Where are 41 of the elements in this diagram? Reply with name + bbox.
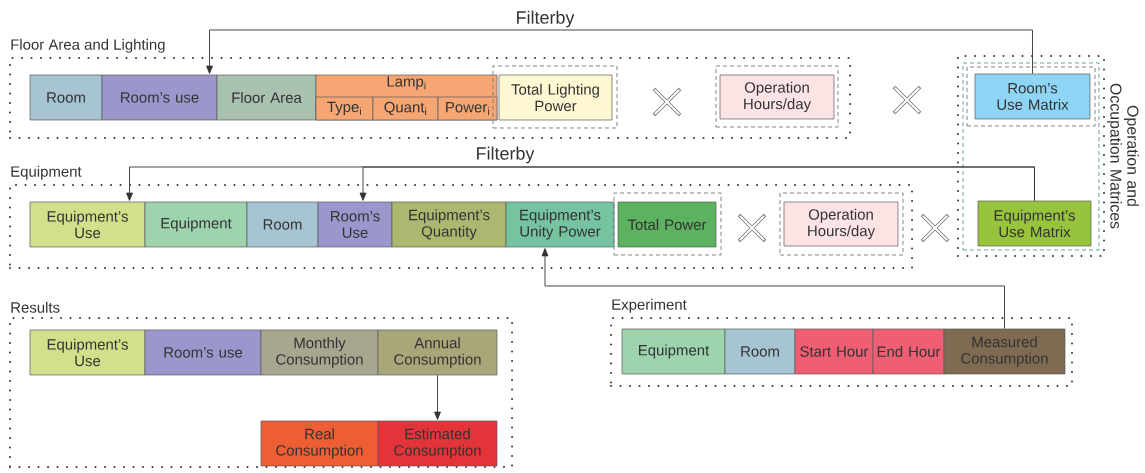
table-cell: Room	[724, 328, 796, 375]
table-cell: Room’s Use	[317, 201, 393, 248]
table-cell: Room	[246, 201, 319, 248]
table-cell: Measured Consumption	[943, 328, 1066, 375]
table-cell: Quant$_{i}$	[372, 96, 439, 121]
group-title: Floor Area and Lighting	[11, 38, 165, 53]
table-cell: Equipment’s Quantity	[391, 201, 507, 248]
table-cell: Floor Area	[216, 74, 317, 121]
dashed-frame	[715, 65, 839, 128]
table-cell: Equipment’s Use	[29, 201, 146, 248]
table-cell: Type$_{i}$	[315, 96, 374, 121]
table-cell: Operation Hours/day	[783, 201, 899, 247]
table-cell: Annual Consumption	[377, 329, 498, 376]
table-cell: Real Consumption	[260, 420, 379, 467]
group-title: Equipment	[11, 165, 82, 180]
table-cell: End Hour	[872, 328, 945, 375]
group-title: Experiment	[612, 298, 687, 313]
table-cell: Equipment’s Use Matrix	[977, 200, 1092, 247]
group-title: Operation and Occupation Matrices	[1107, 83, 1139, 229]
edge-label: Filterby	[474, 145, 536, 165]
table-cell: Operation Hours/day	[719, 74, 835, 120]
table-cell: Total Power	[617, 201, 717, 248]
dashed-frame	[613, 192, 722, 256]
table-cell: Equipment’s Unity Power	[505, 201, 615, 248]
dashed-frame	[492, 65, 618, 129]
edge-label: Filterby	[514, 9, 576, 29]
table-cell: Room’s use	[101, 74, 218, 121]
dashed-frame	[779, 192, 904, 256]
table-cell: Room	[29, 74, 103, 121]
table-cell: Estimated Consumption	[377, 420, 498, 467]
table-cell: Total Lighting Power	[498, 74, 613, 121]
group-title: Results	[11, 301, 60, 313]
table-cell: Room’s use	[144, 329, 262, 376]
table-cell: Monthly Consumption	[260, 329, 379, 376]
dashed-frame	[966, 66, 1096, 127]
table-cell: Power$_{i}$	[437, 96, 498, 121]
table-cell: Equipment	[621, 328, 726, 375]
table-cell: Equipment	[144, 201, 248, 248]
table-cell: Room’s Use Matrix	[974, 73, 1091, 120]
table-cell: Start Hour	[794, 328, 874, 375]
table-cell: Equipment’s Use	[29, 329, 146, 376]
